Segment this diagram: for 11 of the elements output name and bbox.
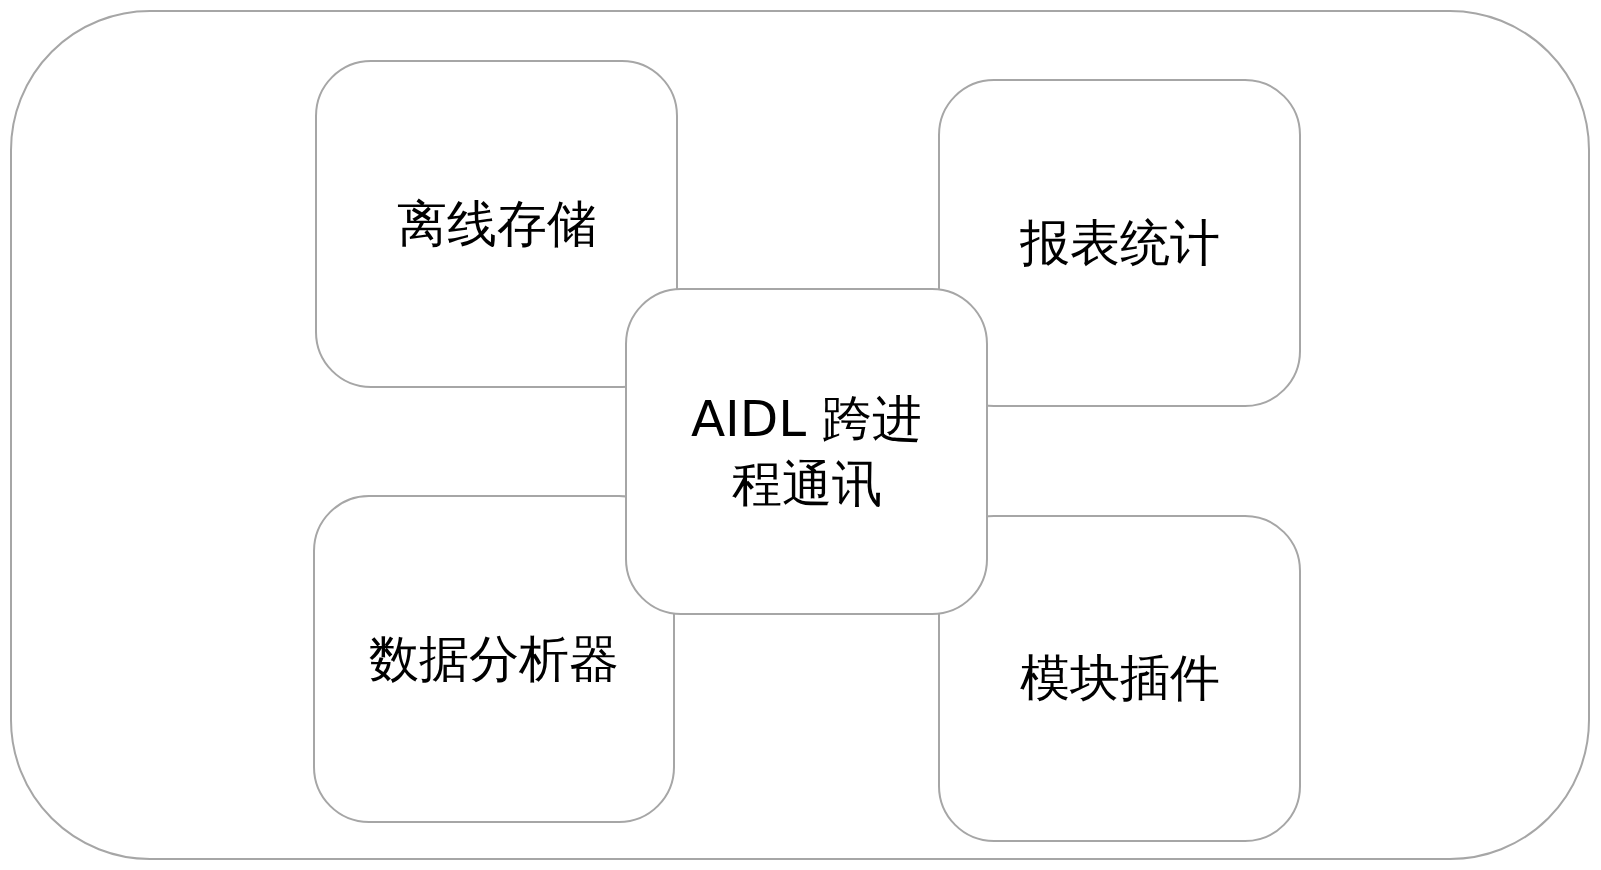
module-box	[625, 288, 988, 615]
module-label: 数据分析器	[368, 628, 620, 690]
module-label: 模块插件	[1018, 648, 1221, 709]
module-label: 离线存储	[395, 193, 598, 255]
module-box	[313, 495, 675, 823]
module-box	[315, 60, 678, 388]
rounded-box	[10, 10, 1590, 860]
module-box	[938, 79, 1301, 407]
module-box	[938, 515, 1301, 842]
module-label: AIDL 跨进程通讯	[689, 388, 924, 515]
module-label: 报表统计	[1018, 212, 1221, 274]
